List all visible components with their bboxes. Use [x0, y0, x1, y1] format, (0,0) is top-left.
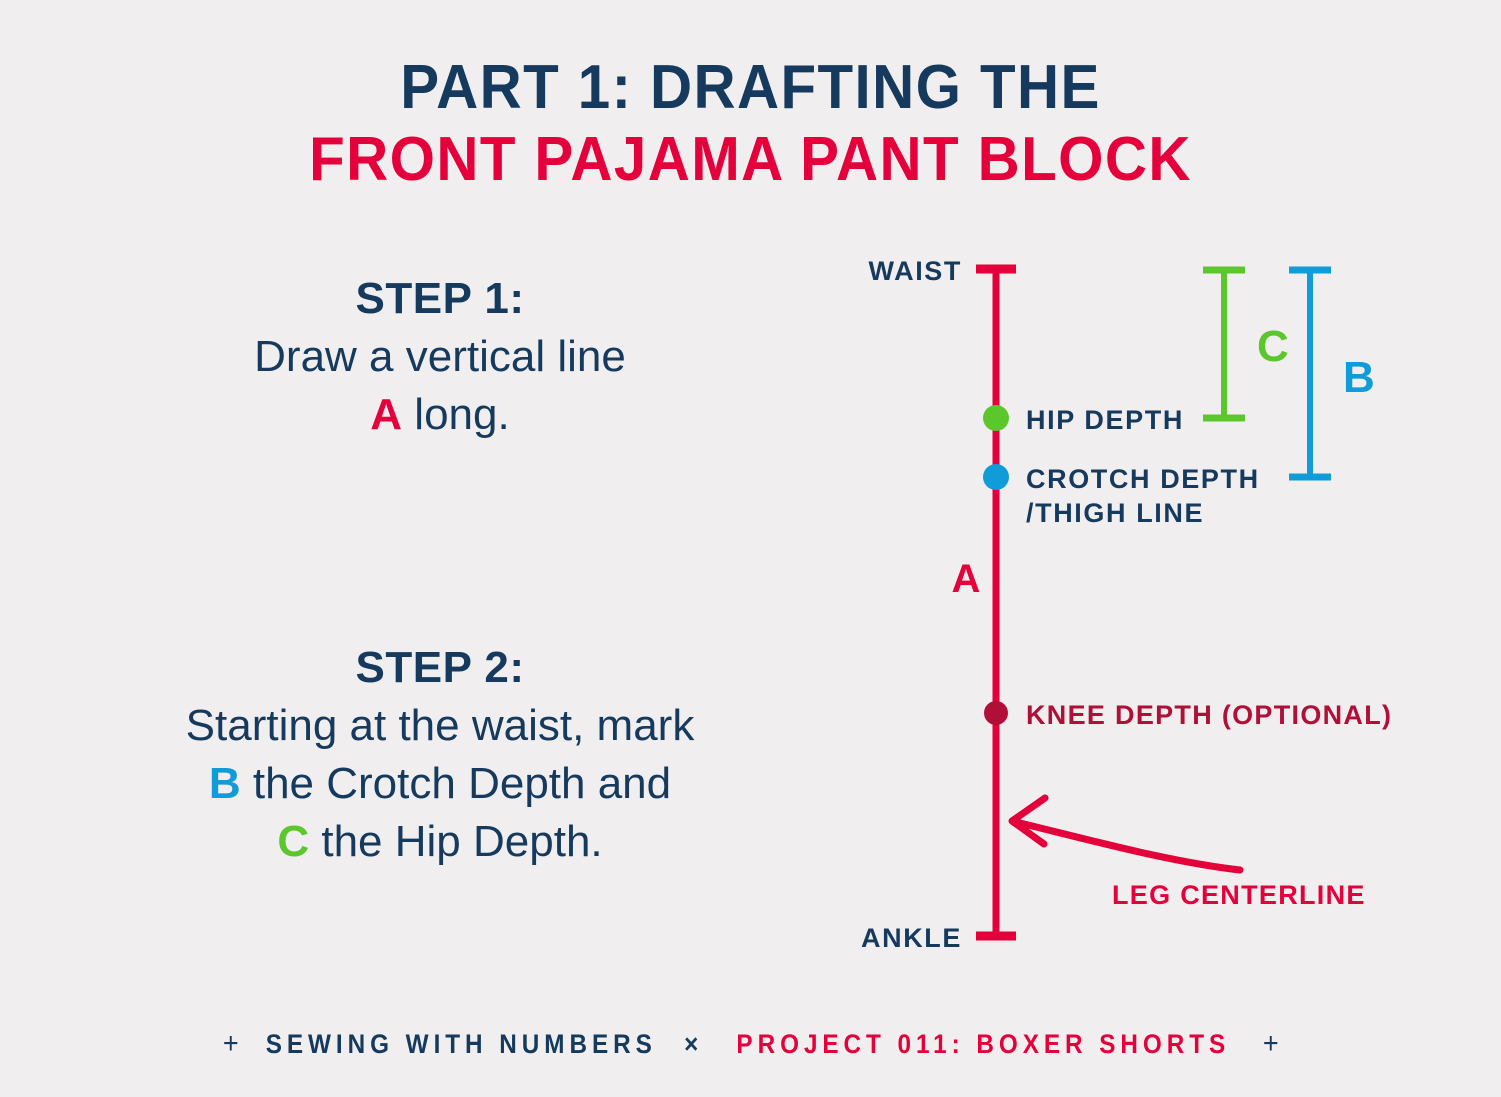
measure-b-inline: B — [208, 759, 241, 808]
step-2-heading: STEP 2: — [355, 643, 525, 692]
crotch-depth-label-line-1: CROTCH DEPTH — [1026, 464, 1260, 494]
page-title: PART 1: DRAFTING THE FRONT PAJAMA PANT B… — [0, 52, 1501, 196]
measure-a-label: A — [952, 557, 981, 601]
measure-c-inline: C — [277, 817, 310, 866]
step-1-line-2: A long. — [60, 386, 820, 444]
step-1-text-1: Draw a vertical line — [254, 332, 626, 381]
crotch-depth-dot — [983, 464, 1009, 490]
title-line-1: PART 1: DRAFTING THE — [400, 53, 1101, 122]
step-2-text-2: the Crotch Depth and — [240, 759, 672, 808]
step-2-line-2: B the Crotch Depth and — [60, 755, 820, 813]
knee-depth-label: KNEE DEPTH (OPTIONAL) — [1026, 700, 1392, 730]
step-1-heading: STEP 1: — [355, 274, 525, 323]
footer-brand: SEWING WITH NUMBERS — [265, 1029, 657, 1059]
footer: + SEWING WITH NUMBERS × PROJECT 011: BOX… — [0, 1027, 1501, 1061]
hip-depth-label: HIP DEPTH — [1026, 405, 1184, 435]
multiply-icon: × — [683, 1029, 704, 1059]
title-line-2: FRONT PAJAMA PANT BLOCK — [309, 125, 1192, 194]
crotch-depth-label-line-2: /THIGH LINE — [1026, 498, 1204, 528]
step-2-text-1: Starting at the waist, mark — [185, 701, 695, 750]
measure-b-label: B — [1343, 353, 1375, 402]
measure-a-inline: A — [370, 390, 403, 439]
step-2-text-3: the Hip Depth. — [309, 817, 603, 866]
plus-icon-right: + — [1262, 1027, 1279, 1060]
ankle-label: ANKLE — [861, 923, 962, 953]
step-1-text-2: long. — [402, 390, 510, 439]
steps-column: STEP 1: Draw a vertical line A long. STE… — [60, 270, 820, 871]
hip-depth-dot — [983, 405, 1009, 431]
step-2-block: STEP 2: Starting at the waist, mark B th… — [60, 639, 820, 871]
leg-centerline-arrow-curve — [1012, 818, 1244, 874]
plus-icon-left: + — [222, 1027, 239, 1060]
leg-centerline-label: LEG CENTERLINE — [1112, 880, 1366, 910]
measure-c-label: C — [1257, 322, 1289, 371]
leg-centerline-arrow-head — [1008, 794, 1049, 848]
footer-project: PROJECT 011: BOXER SHORTS — [735, 1029, 1230, 1059]
pant-block-diagram: WAIST ANKLE HIP DEPTH CROTCH DEPTH /THIG… — [840, 230, 1480, 970]
waist-label: WAIST — [869, 256, 963, 286]
step-2-line-1: Starting at the waist, mark — [60, 697, 820, 755]
step-2-line-3: C the Hip Depth. — [60, 813, 820, 871]
step-1-line-1: Draw a vertical line — [60, 328, 820, 386]
step-1-block: STEP 1: Draw a vertical line A long. — [60, 270, 820, 444]
knee-depth-dot — [984, 701, 1008, 725]
